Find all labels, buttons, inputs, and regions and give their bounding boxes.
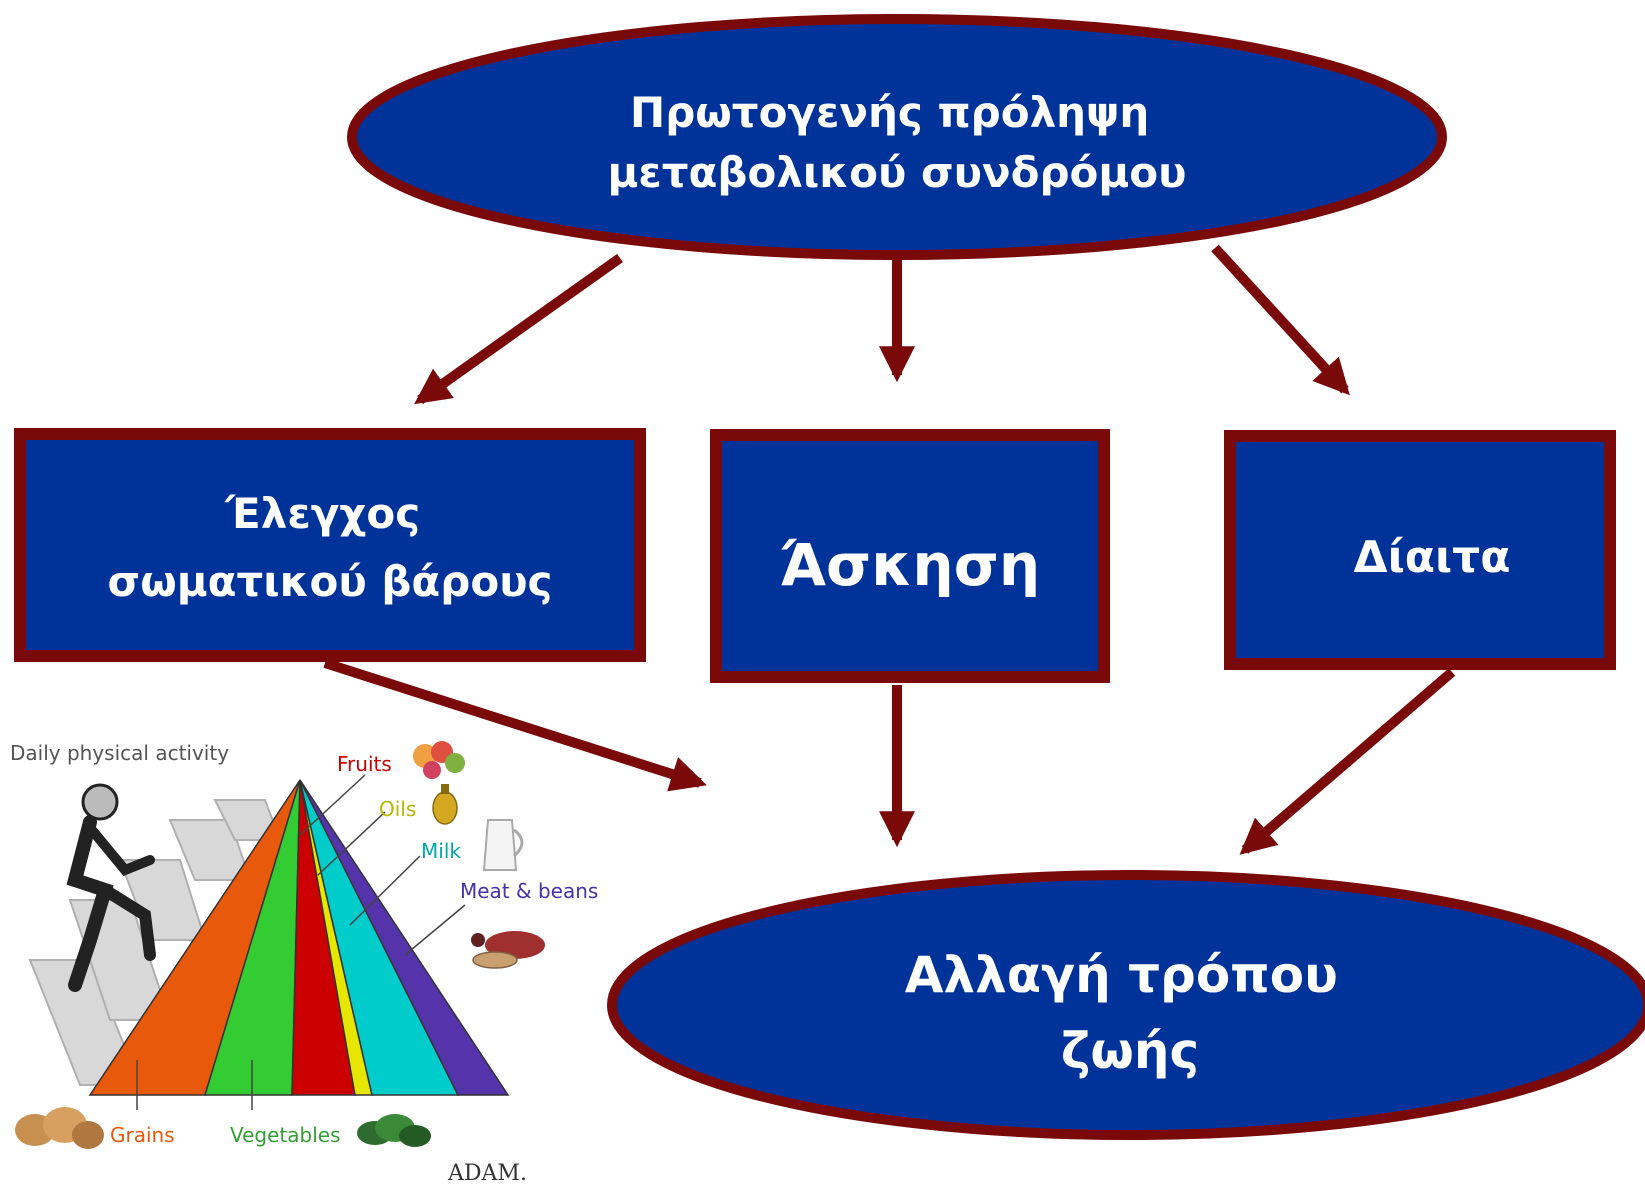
pyramid-label-oils: Oils — [379, 797, 416, 821]
adam-credit-logo: ADAM. — [447, 1161, 527, 1184]
node-exercise: Άσκηση — [710, 429, 1110, 683]
pyramid-label-grains: Grains — [110, 1123, 175, 1147]
pyramid-label-milk: Milk — [421, 839, 461, 863]
bread-icon — [15, 1107, 104, 1149]
svg-text:Πρωτογενής πρόληψη μεταβ: Πρωτογενής πρόληψη μεταβολικού συνδρόμου — [607, 88, 1186, 197]
pyramid-label-meat-beans: Meat & beans — [460, 879, 598, 903]
node-diet: Δίαιτα — [1224, 430, 1616, 670]
edge-weight-to-bottom — [323, 658, 707, 792]
svg-text:Δίαιτα: Δίαιτα — [1354, 532, 1511, 583]
node-top: Πρωτογενής πρόληψη μεταβολικού συνδρόμου — [347, 14, 1447, 260]
node-bottom-line-1: Αλλαγή τρόπου — [905, 946, 1338, 1004]
meat-icon — [471, 931, 545, 969]
node-weight-line-2: σωματικού βάρους — [108, 557, 553, 606]
node-weight-line-1: Έλεγχος — [224, 489, 420, 538]
svg-text:Άσκηση: Άσκηση — [780, 531, 1040, 599]
edge-top-to-weight — [414, 253, 623, 405]
edge-diet-to-bottom — [1239, 668, 1456, 855]
milk-jug-icon — [482, 819, 524, 871]
node-exercise-shape — [710, 429, 1110, 683]
pyramid-label-fruits: Fruits — [337, 752, 392, 776]
walking-person-icon — [66, 783, 156, 992]
activity-label: Daily physical activity — [10, 741, 229, 765]
node-bottom-shape — [607, 870, 1645, 1140]
node-top-line-1: Πρωτογενής πρόληψη — [630, 88, 1149, 137]
edges — [323, 244, 1456, 855]
edge-top-to-diet — [1211, 244, 1350, 396]
node-weight-shape — [14, 428, 646, 662]
fruit-icon — [413, 741, 465, 779]
pyramid-segments — [88, 779, 510, 1096]
node-diet-line-1: Δίαιτα — [1354, 532, 1511, 583]
pyramid-segment-meat-beans — [299, 779, 510, 1096]
node-weight: Έλεγχος σωματικού βάρους — [14, 428, 646, 662]
node-exercise-line-1: Άσκηση — [780, 531, 1040, 599]
leaf-icon — [357, 1114, 431, 1147]
node-top-line-2: μεταβολικού συνδρόμου — [607, 148, 1186, 197]
node-top-shape — [347, 14, 1447, 260]
pyramid-leader-lines — [136, 774, 466, 1110]
node-diet-shape — [1224, 430, 1616, 670]
food-pyramid-illustration: Daily physical activity — [10, 741, 598, 1184]
pyramid-label-vegetables: Vegetables — [230, 1123, 341, 1147]
node-bottom: Αλλαγή τρόπου ζωής — [607, 870, 1645, 1140]
node-bottom-line-2: ζωής — [1061, 1022, 1199, 1080]
oil-bottle-icon — [432, 784, 458, 825]
svg-text:Έλεγχος σωματικού βάρους: Έλεγχος σωματικού βάρους — [108, 489, 553, 606]
svg-text:Αλλαγή τρόπου ζωής: Αλλαγή τρόπου ζωής — [905, 946, 1356, 1080]
